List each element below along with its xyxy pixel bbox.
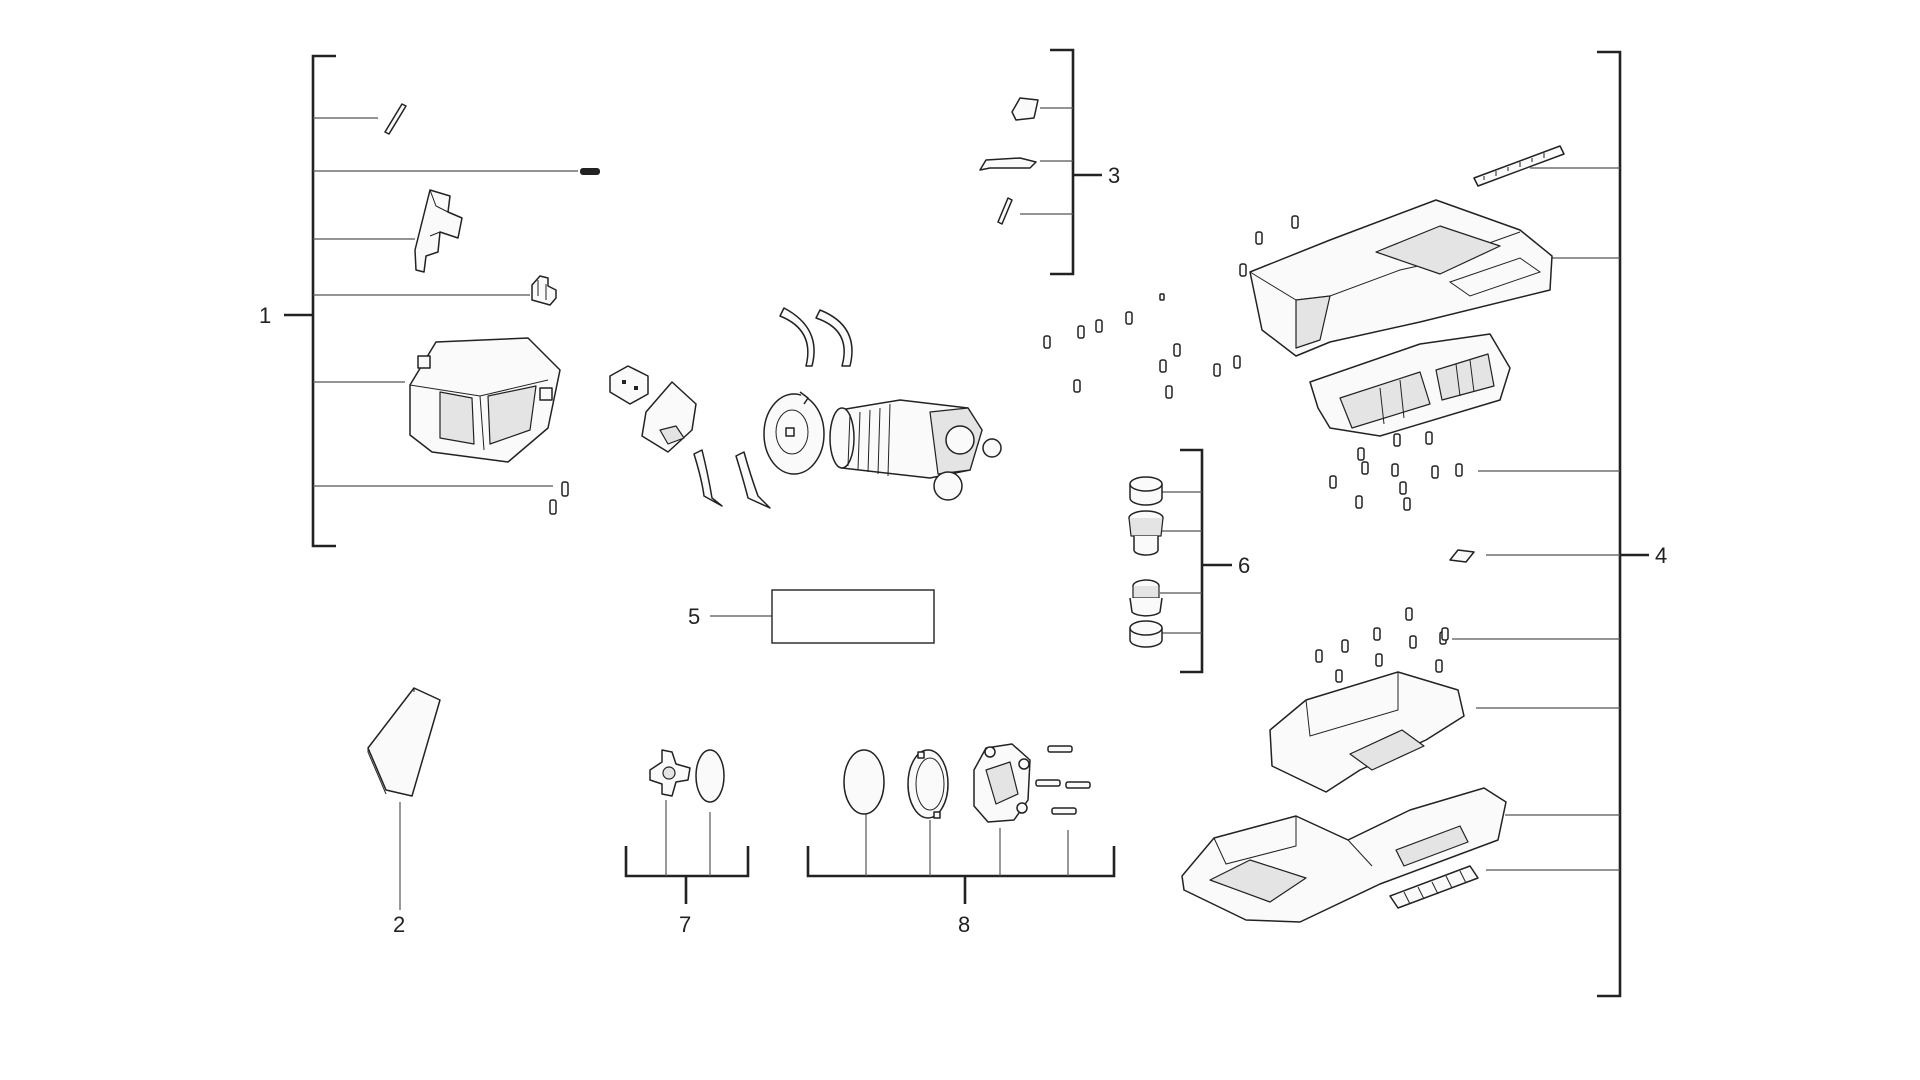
end-cap-part: [763, 391, 825, 475]
small-gasket-part: [1449, 549, 1475, 563]
group-8: 8: [806, 743, 1116, 937]
bracket-3: [1050, 48, 1075, 276]
pin-part-3: [997, 197, 1013, 225]
group-1: 1: [259, 54, 600, 548]
lower-tray-part: [1269, 671, 1465, 793]
switch-bracket-part: [414, 189, 463, 273]
group-5: 5: [688, 589, 935, 644]
bracket-4: [1597, 50, 1622, 998]
pump-cover-part: [973, 743, 1031, 823]
slug-part: [580, 168, 600, 175]
clip-part: [531, 275, 557, 306]
motor-part: [829, 399, 1002, 501]
screws-upper-part: [1043, 215, 1299, 399]
o-ring-part-7: [695, 749, 725, 803]
screws-part: [549, 481, 569, 515]
callout-8: 8: [958, 912, 970, 937]
cap-fitting-2: [1129, 620, 1163, 648]
callout-7: 7: [679, 912, 691, 937]
o-ring-part-8: [843, 749, 885, 815]
callout-2: 2: [393, 912, 405, 937]
terminal-block-part: [609, 365, 649, 405]
cap-fitting-1: [1129, 476, 1163, 506]
upper-housing-part: [1249, 199, 1553, 357]
threaded-fitting-2: [1129, 579, 1163, 617]
callout-3: 3: [1108, 163, 1120, 188]
housing-box-part: [409, 337, 561, 463]
pin-part: [384, 103, 407, 135]
label-box: [771, 589, 935, 644]
grip-bar-part: [1389, 865, 1479, 909]
bracket-7: [624, 846, 750, 878]
callout-1: 1: [259, 303, 271, 328]
threaded-fitting-1: [1128, 510, 1164, 556]
group-6: 6: [1128, 448, 1250, 674]
group-3: 3: [979, 48, 1120, 276]
bracket-8: [806, 846, 1116, 878]
callout-5: 5: [688, 604, 700, 629]
lever-part: [979, 157, 1037, 171]
base-housing-part: [1181, 787, 1507, 923]
screws-middle-part: [1329, 431, 1463, 511]
callout-6: 6: [1238, 553, 1250, 578]
arc-clip-3: [693, 449, 723, 507]
group-7: 7: [624, 749, 750, 937]
circuit-board-part: [641, 381, 697, 453]
gasket-plate-part: [907, 749, 949, 819]
grip-strip-part: [1473, 145, 1565, 187]
group-4: 4: [1043, 50, 1667, 998]
arc-clip-1: [779, 307, 815, 367]
callout-4: 4: [1655, 543, 1667, 568]
lower-housing-part: [1309, 333, 1511, 437]
manual-part: [367, 687, 441, 797]
impeller-part: [649, 749, 691, 797]
bracket-1: [311, 54, 336, 548]
small-plate-part: [1011, 97, 1039, 121]
bracket-6: [1180, 448, 1204, 674]
group-2: 2: [367, 687, 441, 937]
screws-lower-part: [1315, 607, 1449, 683]
cover-screws-part: [1035, 745, 1091, 815]
arc-clip-2: [815, 309, 853, 367]
motor-assembly: [609, 307, 1002, 509]
arc-clip-4: [735, 451, 771, 509]
